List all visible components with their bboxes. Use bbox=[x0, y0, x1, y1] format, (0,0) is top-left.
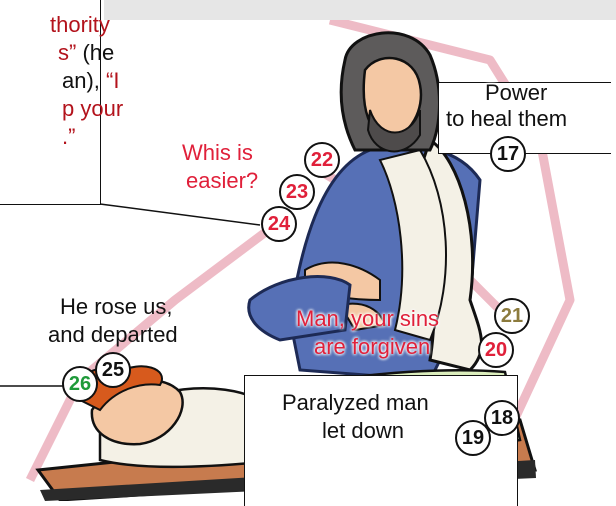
step-24-badge: 24 bbox=[261, 206, 297, 242]
paralyzed-label-1: Paralyzed man bbox=[282, 390, 429, 416]
rose-label-1: He rose us, bbox=[60, 294, 173, 320]
step-25-badge: 25 bbox=[95, 352, 131, 388]
forgiven-label-1: Man, your sins bbox=[296, 306, 439, 332]
forgiven-label-2: are forgiven bbox=[314, 334, 430, 360]
question-label-1: Whis is bbox=[182, 140, 253, 166]
step-20-badge: 20 bbox=[478, 332, 514, 368]
step-21-badge: 21 bbox=[494, 298, 530, 334]
question-label-2: easier? bbox=[186, 168, 258, 194]
step-26-badge: 26 bbox=[62, 366, 98, 402]
paralyzed-label-2: let down bbox=[322, 418, 404, 444]
step-17-badge: 17 bbox=[490, 136, 526, 172]
rose-label-2: and departed bbox=[48, 322, 178, 348]
step-22-badge: 22 bbox=[304, 142, 340, 178]
step-19-badge: 19 bbox=[455, 420, 491, 456]
step-23-badge: 23 bbox=[279, 174, 315, 210]
